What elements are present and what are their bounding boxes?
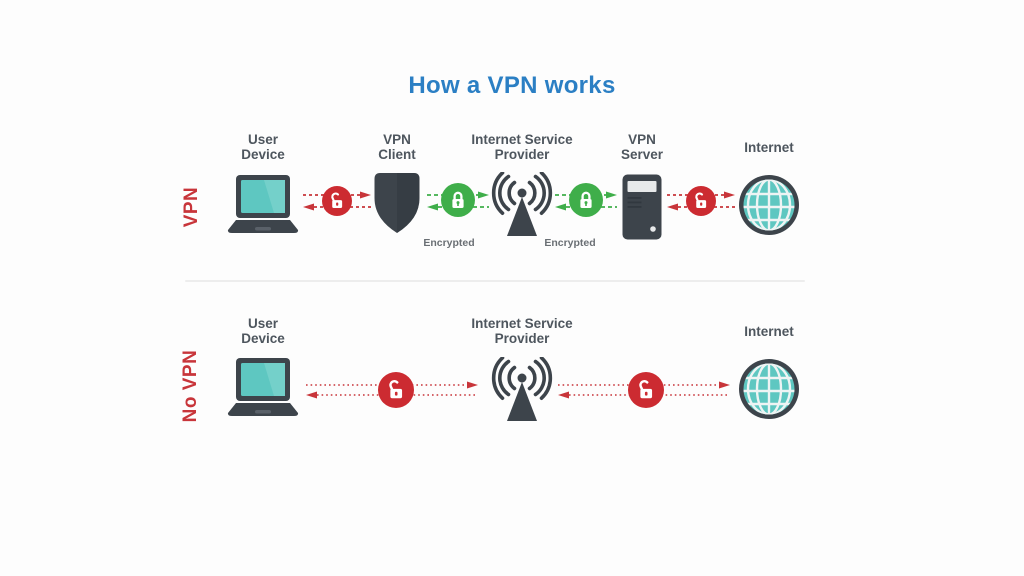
label-user-device: User Device [203, 131, 323, 163]
label-line: Client [378, 147, 416, 162]
unlocked-padlock-icon [639, 379, 653, 399]
unlocked-padlock-badge [628, 372, 664, 408]
encrypted-label: Encrypted [423, 237, 475, 249]
label-line: Device [241, 331, 285, 346]
unlocked-padlock-icon [389, 379, 403, 399]
locked-padlock-icon [580, 191, 592, 208]
label-line: User [247, 316, 279, 331]
unlocked-padlock-badge [378, 372, 414, 408]
label-internet: Internet [709, 131, 829, 163]
locked-padlock-badge [569, 183, 603, 217]
dashed-double-arrow-red [667, 191, 735, 211]
label-isp: Internet Service Provider [447, 131, 597, 163]
unlocked-padlock-icon [331, 192, 343, 208]
laptop-icon [227, 175, 299, 233]
label-line: VPN [628, 132, 656, 147]
page-title: How a VPN works [408, 72, 616, 99]
label-line: Provider [494, 147, 550, 162]
label-line: Internet [744, 323, 794, 339]
row-divider [185, 280, 805, 282]
globe-icon [739, 175, 799, 235]
antenna-icon [491, 172, 553, 236]
server-icon [622, 174, 662, 240]
locked-padlock-icon [452, 191, 464, 208]
label-line: Internet Service [471, 316, 573, 331]
row-label-no-vpn: No VPN [180, 349, 201, 423]
dashed-double-arrow-red [303, 191, 371, 211]
unlocked-padlock-badge [686, 186, 716, 216]
antenna-icon [491, 357, 553, 421]
label-vpn-client: VPN Client [337, 131, 457, 163]
locked-padlock-badge [441, 183, 475, 217]
dotted-double-arrow-red [306, 381, 478, 399]
dotted-double-arrow-red [558, 381, 730, 399]
encrypted-label: Encrypted [544, 237, 596, 249]
label-internet: Internet [709, 315, 829, 347]
label-line: Internet Service [471, 132, 573, 147]
globe-icon [739, 359, 799, 419]
unlocked-padlock-icon [695, 192, 707, 208]
label-line: Device [241, 147, 285, 162]
label-isp: Internet Service Provider [447, 315, 597, 347]
row-label-vpn: VPN [181, 186, 202, 228]
label-line: User [247, 132, 279, 147]
label-line: Server [620, 147, 664, 162]
label-vpn-server: VPN Server [582, 131, 702, 163]
laptop-icon [227, 358, 299, 416]
label-user-device: User Device [203, 315, 323, 347]
label-line: VPN [383, 132, 411, 147]
label-line: Provider [494, 331, 550, 346]
label-line: Internet [744, 139, 794, 155]
shield-icon [374, 173, 420, 233]
unlocked-padlock-badge [322, 186, 352, 216]
